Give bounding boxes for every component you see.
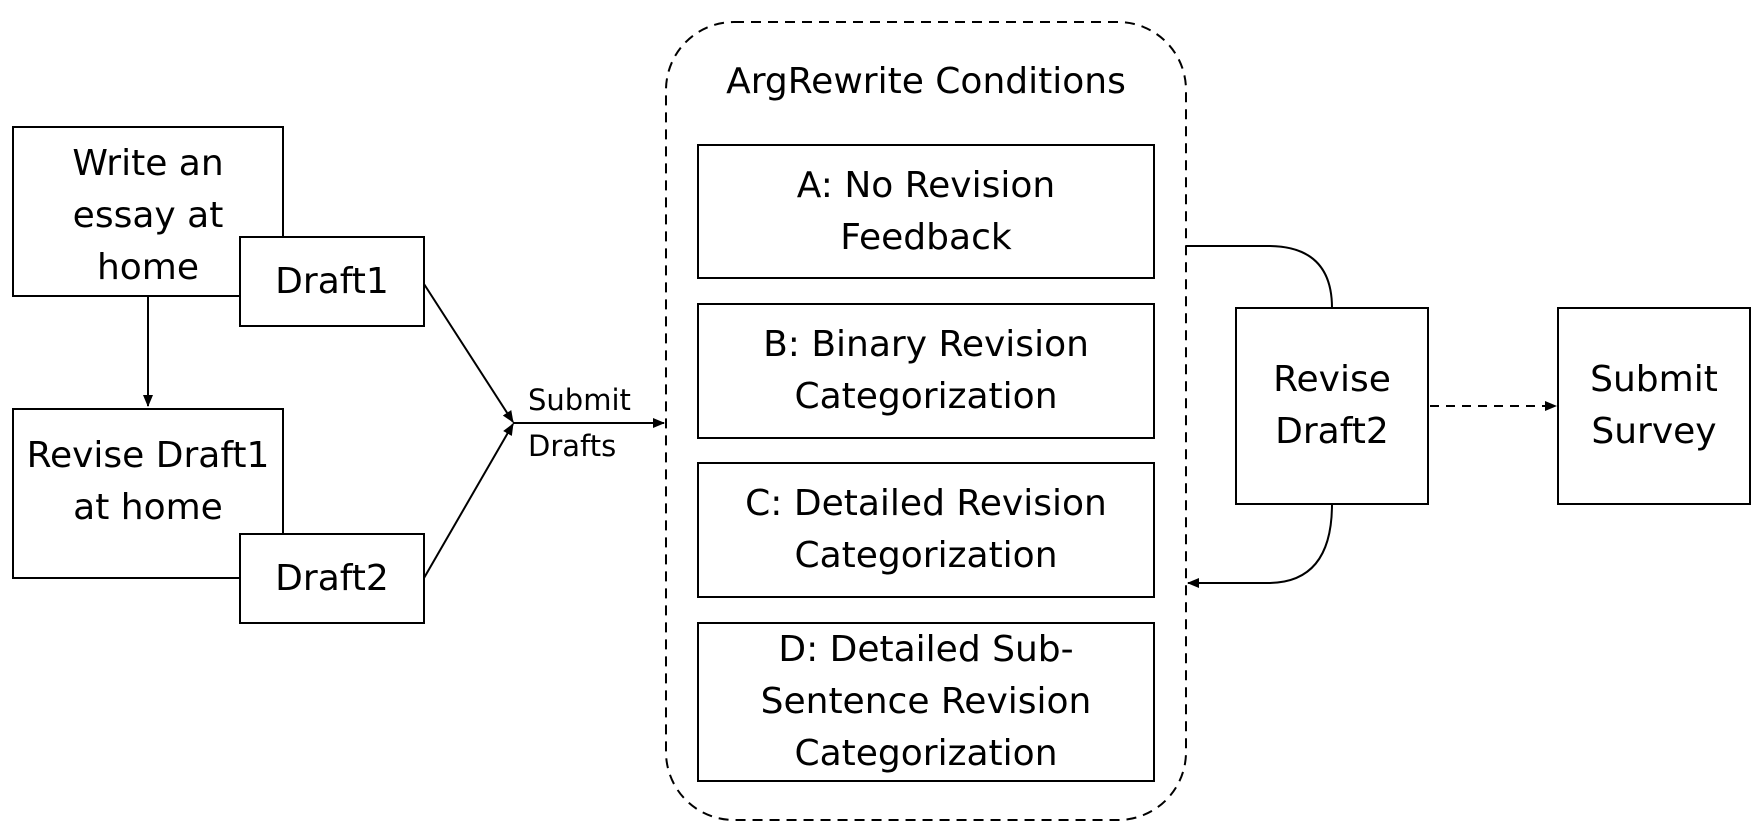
conditions-group-border bbox=[665, 21, 1187, 821]
curve-revise-back-to-conditions bbox=[1187, 503, 1333, 588]
draft2-box: Draft2 bbox=[239, 533, 425, 624]
condition-a-label: A: No Revision Feedback bbox=[796, 164, 1056, 258]
write-essay-label: Write an essay at home bbox=[72, 143, 224, 288]
revise-draft1-box: Revise Draft1 at home bbox=[12, 408, 284, 579]
condition-b-label: B: Binary Revision Categorization bbox=[763, 324, 1089, 417]
curve-conditions-to-revise bbox=[1186, 245, 1333, 309]
draft1-box: Draft1 bbox=[239, 236, 425, 327]
condition-d-label: D: Detailed Sub- Sentence Revision Categ… bbox=[760, 629, 1092, 774]
revise-draft1-label: Revise Draft1 at home bbox=[26, 435, 270, 528]
draft1-label: Draft1 bbox=[275, 260, 389, 302]
revise-draft2-box: Revise Draft2 bbox=[1235, 307, 1429, 505]
draft2-label: Draft2 bbox=[275, 557, 389, 599]
arrow-draft1-to-merge bbox=[423, 283, 514, 423]
condition-b-box: B: Binary Revision Categorization bbox=[697, 303, 1155, 439]
revise-draft2-label: Revise Draft2 bbox=[1273, 359, 1391, 452]
write-essay-box: Write an essay at home bbox=[12, 126, 284, 297]
submit-survey-box: Submit Survey bbox=[1557, 307, 1751, 505]
condition-d-box: D: Detailed Sub- Sentence Revision Categ… bbox=[697, 622, 1155, 782]
submit-survey-label: Submit Survey bbox=[1590, 359, 1718, 452]
conditions-group-title: ArgRewrite Conditions bbox=[726, 61, 1126, 102]
condition-a-box: A: No Revision Feedback bbox=[697, 144, 1155, 279]
submit-drafts-label: Submit Drafts bbox=[528, 383, 631, 463]
condition-c-label: C: Detailed Revision Categorization bbox=[745, 483, 1107, 576]
arrow-draft2-to-merge bbox=[423, 423, 514, 579]
condition-c-box: C: Detailed Revision Categorization bbox=[697, 462, 1155, 598]
